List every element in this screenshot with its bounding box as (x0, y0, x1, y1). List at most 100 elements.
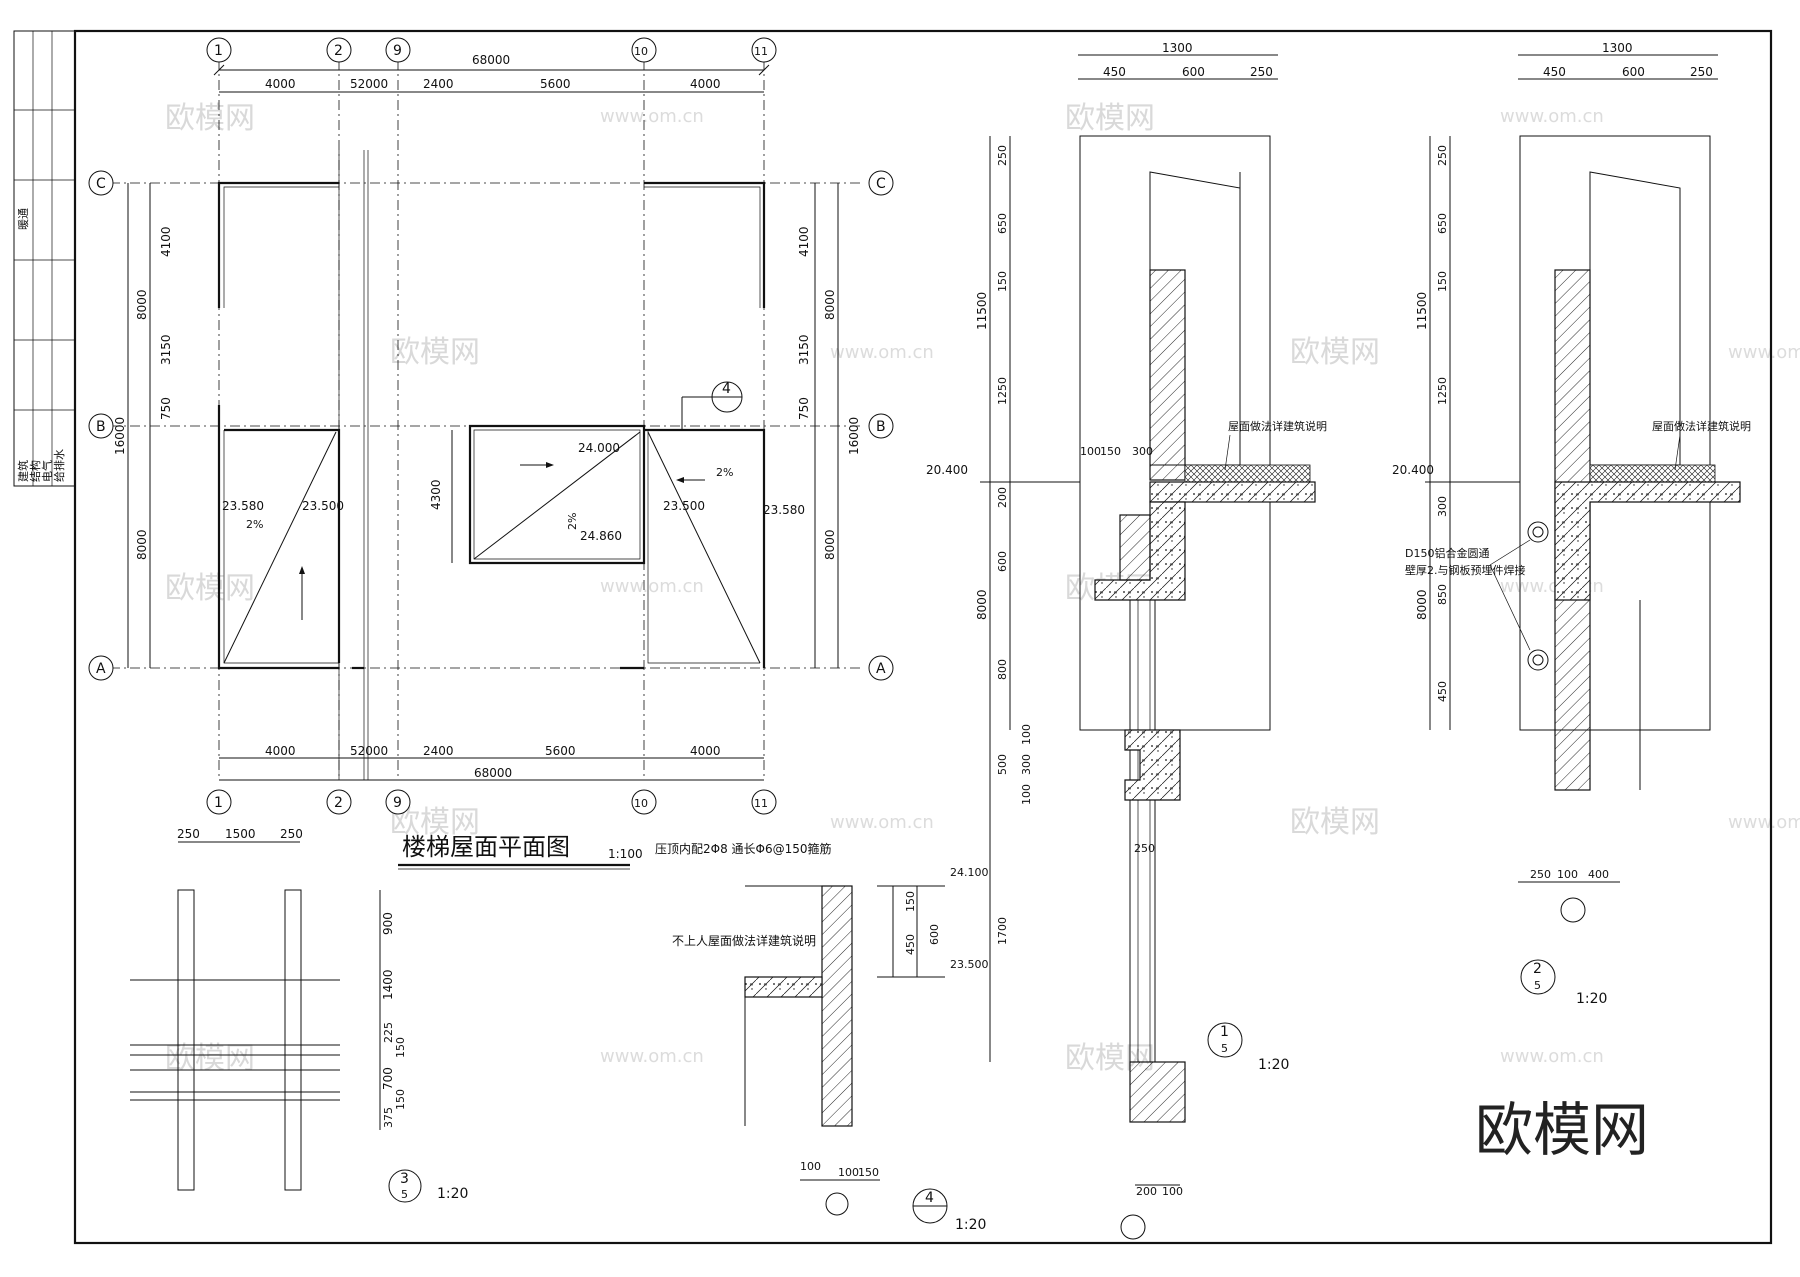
detail2-top-dim: 600 (1622, 65, 1645, 79)
drawing-frame (73, 29, 1773, 1245)
plan-elevation: 23.500 (663, 499, 705, 513)
detail1-elevation: 20.400 (926, 463, 968, 477)
plan-top-dim: 4000 (690, 77, 721, 91)
brand-logo: 欧模网 (1475, 1096, 1649, 1164)
detail1-bottom-dim: 200 (1136, 1185, 1157, 1198)
detail1-top-dim: 450 (1103, 65, 1126, 79)
detail1-left-dim: 800 (996, 659, 1009, 680)
detail1-label: 1 (1220, 1024, 1229, 1040)
plan-section-mark: 4 (722, 381, 731, 397)
plan-top-total: 68000 (472, 53, 510, 67)
plan-title: 楼梯屋面平面图 (402, 833, 570, 861)
detail3-right-dim: 150 (394, 1037, 407, 1058)
detail-mark-circle (1520, 959, 1556, 995)
watermark-url: www.om.cn (600, 576, 704, 597)
axis-bubble (1120, 1214, 1146, 1240)
discipline-hvac: 暖通 (17, 208, 30, 230)
plan-left-dim: 750 (159, 397, 173, 420)
detail1-left-dim: 150 (996, 271, 1009, 292)
detail1-mid-dim: 250 (1134, 842, 1155, 855)
grid-col-label: 1 (214, 795, 223, 811)
detail1-left-dim: 1700 (996, 917, 1009, 945)
detail1-left-dim: 200 (996, 487, 1009, 508)
plan-bottom-dim: 5600 (545, 744, 576, 758)
detail2-left-total: 8000 (1415, 589, 1429, 620)
roof-plan: 68000 4000 52000 2400 5600 4000 4000 520… (88, 37, 894, 870)
watermark-brand: 欧模网 (1290, 335, 1380, 370)
detail2-left-dim: 250 (1436, 145, 1449, 166)
detail3-right-dim: 900 (381, 912, 395, 935)
grid-bubbles-rows: C B A C B A (88, 170, 894, 681)
plan-left-dim: 4100 (159, 226, 173, 257)
plan-left-dim: 8000 (135, 289, 149, 320)
detail3-label: 3 (400, 1171, 409, 1187)
plan-left-dim: 3150 (159, 334, 173, 365)
detail2-left-dim: 300 (1436, 496, 1449, 517)
grid-row-label: A (876, 661, 886, 677)
detail1-left-dim: 650 (996, 213, 1009, 234)
detail4-elev-top: 24.100 (950, 866, 989, 879)
plan-slope: 2% (246, 518, 263, 531)
watermark-brand: 欧模网 (1065, 101, 1155, 136)
detail-4: 压顶内配2Φ8 通长Φ6@150箍筋 不上人屋面做法详建筑说明 24.100 2… (655, 841, 989, 1233)
detail2-scale: 1:20 (1576, 991, 1607, 1007)
detail2-bottom-dim: 100 (1557, 868, 1578, 881)
detail-mark-circle (1207, 1022, 1243, 1058)
detail4-bottom-dim: 100 (800, 1160, 821, 1173)
plan-right-dim: 8000 (823, 529, 837, 560)
plan-elevation: 24.000 (578, 441, 620, 455)
watermark-url: www.om.cn (1500, 1046, 1604, 1067)
plan-top-dim: 4000 (265, 77, 296, 91)
detail4-right-dim: 450 (904, 934, 917, 955)
plan-right-dim: 8000 (823, 289, 837, 320)
plan-left-dim: 8000 (135, 529, 149, 560)
detail2-top-total: 1300 (1602, 41, 1633, 55)
detail2-label: 2 (1533, 961, 1542, 977)
insulation-layer (1589, 464, 1716, 483)
detail1-top-dim: 250 (1250, 65, 1273, 79)
roof-slab (1149, 481, 1316, 503)
detail4-scale: 1:20 (955, 1217, 986, 1233)
grid-col-label: 2 (334, 43, 343, 59)
grid-col-label: 11 (754, 797, 768, 810)
watermark-url: www.om.cn (830, 342, 934, 363)
detail3-top-dim: 250 (177, 827, 200, 841)
detail2-left-dim: 850 (1436, 584, 1449, 605)
plan-bottom-dim: 52000 (350, 744, 388, 758)
axis-bubble (1560, 897, 1586, 923)
detail3-top-dim: 1500 (225, 827, 256, 841)
plan-bottom-total: 68000 (474, 766, 512, 780)
detail2-sheet: 5 (1534, 979, 1541, 992)
plan-top-dim: 5600 (540, 77, 571, 91)
grid-row-label: B (96, 419, 106, 435)
watermarks: 欧模网 www.om.cn 欧模网 www.om.cn 欧模网 www.om.c… (165, 101, 1800, 1076)
detail4-right-dim: 150 (904, 891, 917, 912)
detail3-top-dim: 250 (280, 827, 303, 841)
detail2-left-dim: 650 (1436, 213, 1449, 234)
plan-bottom-dim: 4000 (265, 744, 296, 758)
plan-elevation: 23.500 (302, 499, 344, 513)
detail4-elev-bottom: 23.500 (950, 958, 989, 971)
grid-row-label: C (96, 176, 106, 192)
plan-right-dim: 3150 (797, 334, 811, 365)
watermark-brand: 欧模网 (390, 335, 480, 370)
detail1-left-dim: 100 (1020, 724, 1033, 745)
detail3-right-dim: 150 (394, 1089, 407, 1110)
detail1-left-dim: 600 (996, 551, 1009, 572)
plan-left-total: 16000 (113, 417, 127, 455)
detail1-top-total: 1300 (1162, 41, 1193, 55)
grid-col-label: 11 (754, 45, 768, 58)
detail4-label: 4 (925, 1190, 934, 1206)
detail1-left-dim: 300 (1020, 754, 1033, 775)
plan-top-dim: 52000 (350, 77, 388, 91)
detail1-note: 屋面做法详建筑说明 (1228, 419, 1327, 433)
discipline-plumb: 给排水 (52, 449, 66, 482)
detail1-left-dim: 250 (996, 145, 1009, 166)
grid-col-label: 10 (634, 797, 648, 810)
detail-1: 1300 450 600 250 11500 8000 250 650 150 … (926, 41, 1327, 1240)
watermark-brand: 欧模网 (1290, 805, 1380, 840)
detail3-sheet: 5 (401, 1188, 408, 1201)
plan-slope: 2% (566, 513, 579, 530)
